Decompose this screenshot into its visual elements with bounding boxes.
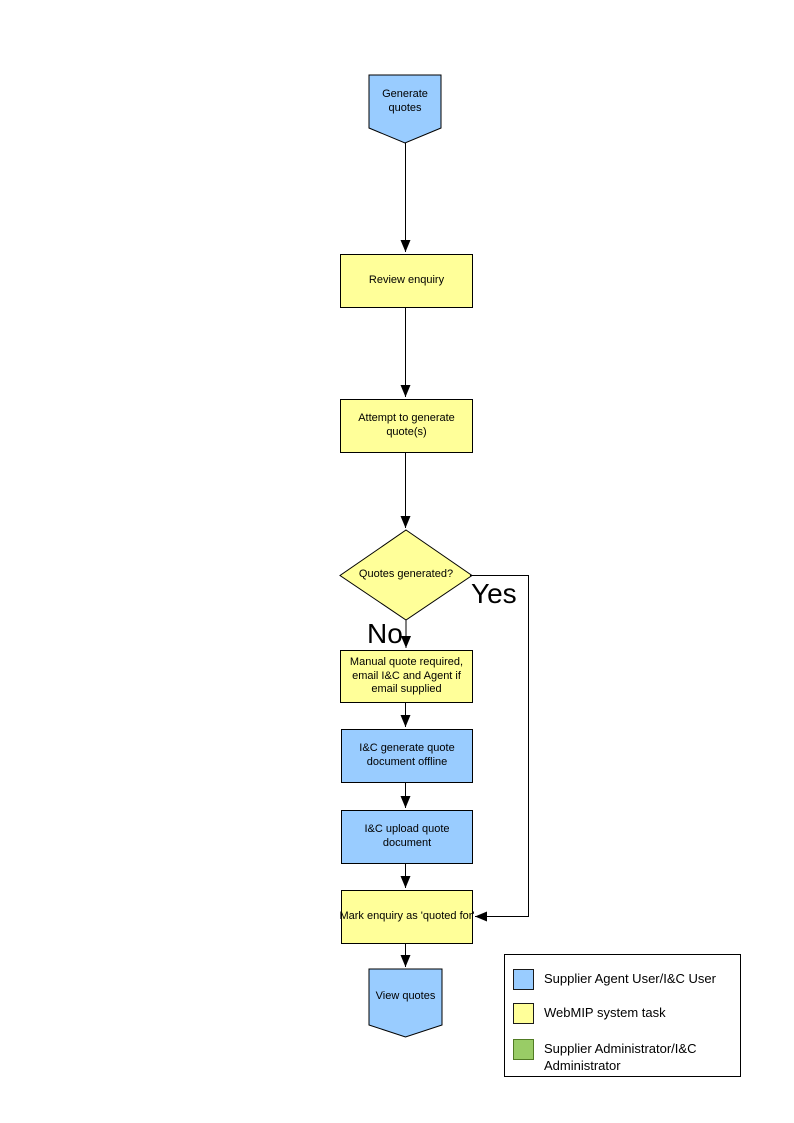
branch-label-no: No <box>367 618 403 649</box>
start-pentagon-shape <box>368 74 442 144</box>
flow-node-end-label: View quotes <box>375 990 436 1003</box>
edge-decision-yes-to-mark <box>470 575 529 922</box>
legend-swatch-system <box>513 1003 534 1024</box>
legend-item-user: Supplier Agent User/I&C User <box>513 969 736 990</box>
end-pentagon-shape <box>368 968 443 1038</box>
legend-swatch-admin <box>513 1039 534 1060</box>
flow-node-quotes-generated-label: Quotes generated? <box>358 568 454 581</box>
flow-node-upload-quote: I&C upload quote document <box>341 810 473 864</box>
flow-node-mark-quoted: Mark enquiry as 'quoted for' <box>339 890 475 944</box>
legend-swatch-user <box>513 969 534 990</box>
flow-node-attempt-generate: Attempt to generate quote(s) <box>340 399 473 453</box>
legend-label-user: Supplier Agent User/I&C User <box>544 971 716 986</box>
legend-item-admin: Supplier Administrator/I&C Administrator <box>513 1039 736 1075</box>
flow-node-review-enquiry: Review enquiry <box>340 254 473 308</box>
legend-label-admin: Supplier Administrator/I&C Administrator <box>544 1041 697 1073</box>
legend: Supplier Agent User/I&C User WebMIP syst… <box>504 954 741 1077</box>
branch-label-yes: Yes <box>471 578 517 609</box>
flow-node-start-label: Generate quotes <box>382 87 428 114</box>
flow-node-manual-quote: Manual quote required, email I&C and Age… <box>340 650 473 703</box>
legend-item-system: WebMIP system task <box>513 1003 736 1024</box>
flow-node-generate-offline: I&C generate quote document offline <box>341 729 473 783</box>
legend-label-system: WebMIP system task <box>544 1005 666 1020</box>
